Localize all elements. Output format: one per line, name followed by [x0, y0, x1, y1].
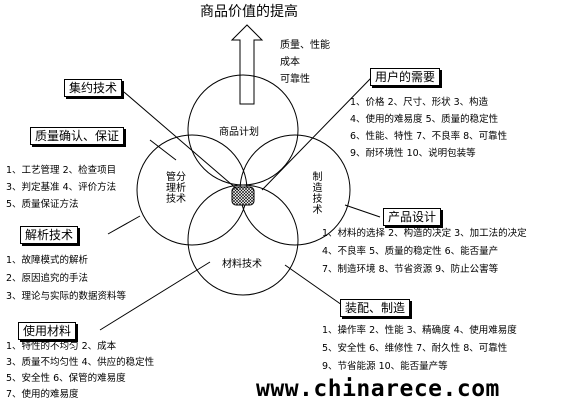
arrow-label: 成本 [280, 57, 300, 68]
list-item: 4、使用的难易度 5、质量的稳定性 [350, 114, 499, 125]
list-item: 9、节省能源 10、能否量产等 [322, 361, 448, 372]
circle-bottom [187, 184, 299, 296]
list-item: 1、价格 2、尺寸、形状 3、构造 [350, 97, 489, 108]
qa-list: 1、工艺管理 2、检查项目 3、判定基准 4、评价方法 5、质量保证方法 [6, 165, 116, 211]
user-needs-list: 1、价格 2、尺寸、形状 3、构造 4、使用的难易度 5、质量的稳定性 6、性能… [350, 97, 507, 160]
diagram-title: 商品价值的提高 [200, 4, 298, 20]
product-design-list: 1、材料的选择 2、构造的决定 3、加工法的决定 4、不良率 5、质量的稳定性 … [322, 228, 527, 276]
list-item: 2、原因追究的手法 [6, 273, 89, 284]
circle-left-label: 管分理析技术 [166, 172, 186, 205]
box-assembly-manufacture: 装配、制造 [340, 299, 411, 317]
circle-bottom-label: 材料技术 [222, 259, 262, 270]
line-qa [149, 139, 177, 161]
arrow-label-list: 质量、性能 成本 可靠性 [280, 40, 330, 86]
box-intensive-tech: 集约技术 [64, 79, 123, 97]
box-user-needs: 用户的需要 [370, 68, 441, 86]
watermark: www.chinarece.com [256, 376, 500, 402]
list-item: 1、操作率 2、性能 3、精确度 4、使用难易度 [322, 325, 517, 336]
line-assembly [284, 264, 343, 306]
list-item: 7、制造环境 8、节省资源 9、防止公害等 [322, 264, 499, 275]
list-item: 1、工艺管理 2、检查项目 [6, 165, 117, 176]
circle-right-label: 制造技术 [312, 172, 323, 216]
materials-list: 1、特性的不均匀 2、成本 3、质量不均匀性 4、供应的稳定性 5、安全性 6、… [6, 341, 154, 401]
list-item: 1、特性的不均匀 2、成本 [6, 341, 117, 352]
line-materials [99, 261, 211, 331]
list-item: 5、安全性 6、维修性 7、耐久性 8、可靠性 [322, 343, 508, 354]
box-product-design: 产品设计 [383, 208, 442, 226]
list-item: 5、安全性 6、保管的难易度 [6, 373, 126, 384]
list-item: 1、故障模式的解析 [6, 255, 89, 266]
list-item: 6、性能、特性 7、不良率 8、可靠性 [350, 131, 508, 142]
list-item: 3、理论与实际的数据资料等 [6, 291, 127, 302]
up-arrow [230, 24, 264, 105]
arrow-label: 质量、性能 [280, 40, 330, 51]
line-analysis [107, 215, 141, 235]
center-hatch [231, 186, 255, 206]
list-item: 3、质量不均匀性 4、供应的稳定性 [6, 357, 155, 368]
list-item: 4、不良率 5、质量的稳定性 6、能否量产 [322, 246, 499, 257]
list-item: 3、判定基准 4、评价方法 [6, 182, 117, 193]
box-analysis-tech: 解析技术 [20, 226, 79, 244]
list-item: 9、耐环境性 10、说明包装等 [350, 148, 476, 159]
analysis-list: 1、故障模式的解析 2、原因追究的手法 3、理论与实际的数据资料等 [6, 255, 126, 303]
line-intensive [123, 91, 239, 191]
arrow-label: 可靠性 [280, 74, 310, 85]
list-item: 5、质量保证方法 [6, 199, 79, 210]
line-design [344, 204, 381, 218]
box-quality-assurance: 质量确认、保证 [30, 127, 125, 145]
assembly-list: 1、操作率 2、性能 3、精确度 4、使用难易度 5、安全性 6、维修性 7、耐… [322, 325, 517, 373]
box-materials-used: 使用材料 [18, 322, 77, 340]
list-item: 7、使用的难易度 [6, 389, 79, 400]
line-user [261, 76, 373, 191]
list-item: 1、材料的选择 2、构造的决定 3、加工法的决定 [322, 228, 527, 239]
circle-top-label: 商品计划 [219, 127, 259, 138]
